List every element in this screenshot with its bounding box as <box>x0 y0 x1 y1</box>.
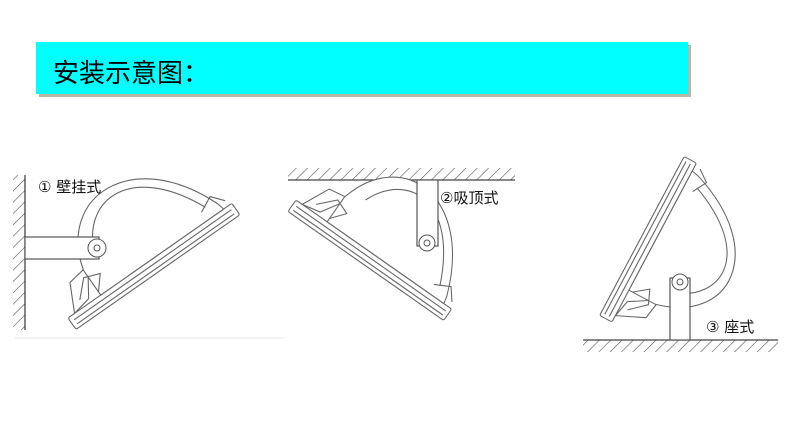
title-banner: 安装示意图： <box>36 42 688 94</box>
floor-hatch <box>583 340 778 352</box>
page-title: 安装示意图： <box>53 59 210 89</box>
floor-mount-diagram <box>583 155 778 362</box>
ceiling-mount-diagram <box>287 130 515 321</box>
ceiling-mount-label: ②吸顶式 <box>440 189 499 207</box>
wall-mount-label: ① 壁挂式 <box>38 178 102 196</box>
ceiling-hatch <box>288 168 515 180</box>
floor-mount-label: ③ 座式 <box>706 318 755 336</box>
wall-mount-diagram <box>13 134 285 339</box>
floodlight <box>287 130 501 321</box>
floodlight <box>19 134 241 331</box>
wall-hatch <box>13 175 25 330</box>
